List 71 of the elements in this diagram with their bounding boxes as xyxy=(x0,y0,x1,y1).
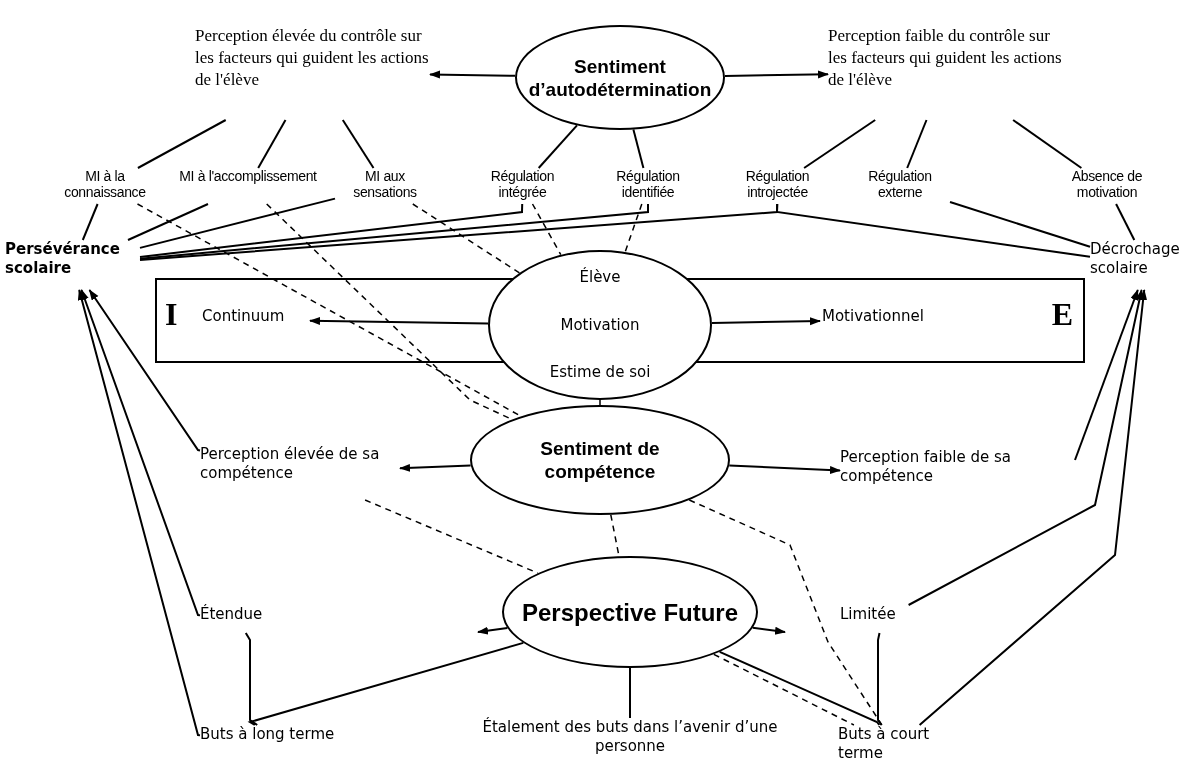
dashed-line xyxy=(713,653,855,726)
text-label: Décrochage scolaire xyxy=(1090,240,1204,290)
connector-line xyxy=(1012,119,1083,169)
arrow xyxy=(907,289,1144,606)
connector-line xyxy=(244,632,259,726)
connector-line xyxy=(877,632,883,726)
connector-line xyxy=(803,119,877,169)
connector-line xyxy=(537,124,578,169)
text-label: Buts à court terme xyxy=(838,725,953,767)
text-label: MI à la connaissance xyxy=(45,168,165,204)
text-label: Buts à long terme xyxy=(200,725,365,760)
text-label: Persévérance scolaire xyxy=(5,240,140,290)
connector-line xyxy=(1115,203,1136,241)
text-label: MI à l'accomplissement xyxy=(168,168,328,204)
text-label: Estime de soi xyxy=(549,363,651,382)
text-label: Étalement des buts dans l’avenir d’une personne xyxy=(450,718,810,768)
text-label: Perception élevée du contrôle sur les facteurs qui guident les actions de l'élève xyxy=(195,25,430,120)
arrow xyxy=(77,289,201,737)
text-label: Sentiment de compétence xyxy=(539,437,661,483)
dashed-line xyxy=(688,499,883,726)
band-letter: E xyxy=(1051,296,1073,332)
arrow xyxy=(80,289,201,617)
text-label: Régulation identifiée xyxy=(598,168,698,204)
text-label: Absence de motivation xyxy=(1052,168,1162,204)
dashed-line xyxy=(412,203,521,274)
arrow xyxy=(1074,289,1139,461)
text-label: Motivation xyxy=(560,315,640,335)
text-label: Sentiment d’autodétermination xyxy=(528,54,712,101)
arrow xyxy=(918,289,1148,726)
dashed-line xyxy=(364,499,539,574)
connector-line xyxy=(629,667,631,719)
connector-line xyxy=(718,650,881,726)
connector-line xyxy=(139,197,336,249)
text-label: Perception faible de sa compétence xyxy=(840,448,1075,503)
arrow xyxy=(88,289,201,452)
text-label: Étendue xyxy=(200,605,275,633)
connector-line xyxy=(257,119,287,169)
connector-line xyxy=(632,128,645,169)
connector-line xyxy=(127,203,209,241)
connector-line xyxy=(949,201,1091,248)
arrow xyxy=(751,626,786,635)
arrow xyxy=(477,626,509,635)
text-label: Régulation introjectée xyxy=(725,168,830,204)
dashed-line xyxy=(599,399,601,406)
text-label: Perception faible du contrôle sur les facteurs qui guident les actions de l'élève xyxy=(828,25,1063,120)
text-label: Perception élevée de sa compétence xyxy=(200,445,400,500)
arrow xyxy=(399,463,472,472)
connector-line xyxy=(139,203,524,258)
arrow xyxy=(724,70,829,79)
arrow xyxy=(728,464,841,474)
text-label: Limitée xyxy=(840,605,925,633)
band-letter: I xyxy=(165,296,178,332)
text-label: Régulation externe xyxy=(850,168,950,204)
text-label: Élève xyxy=(579,268,621,287)
text-label: Régulation intégrée xyxy=(470,168,575,204)
connector-line xyxy=(906,119,928,169)
connector-line xyxy=(139,203,649,260)
dashed-line xyxy=(624,203,643,253)
dashed-line xyxy=(531,203,562,256)
text-label: Motivationnel xyxy=(822,307,952,337)
arrow xyxy=(309,316,489,325)
connector-line xyxy=(81,203,99,241)
arrow xyxy=(429,70,517,79)
text-label: Perspective Future xyxy=(521,598,739,626)
text-label: MI aux sensations xyxy=(335,168,435,204)
text-label: Continuum xyxy=(202,307,312,337)
arrow xyxy=(711,317,821,326)
connector-line xyxy=(775,203,1091,258)
connector-line xyxy=(136,119,227,169)
connector-line xyxy=(341,119,375,169)
connector-line xyxy=(247,641,525,726)
